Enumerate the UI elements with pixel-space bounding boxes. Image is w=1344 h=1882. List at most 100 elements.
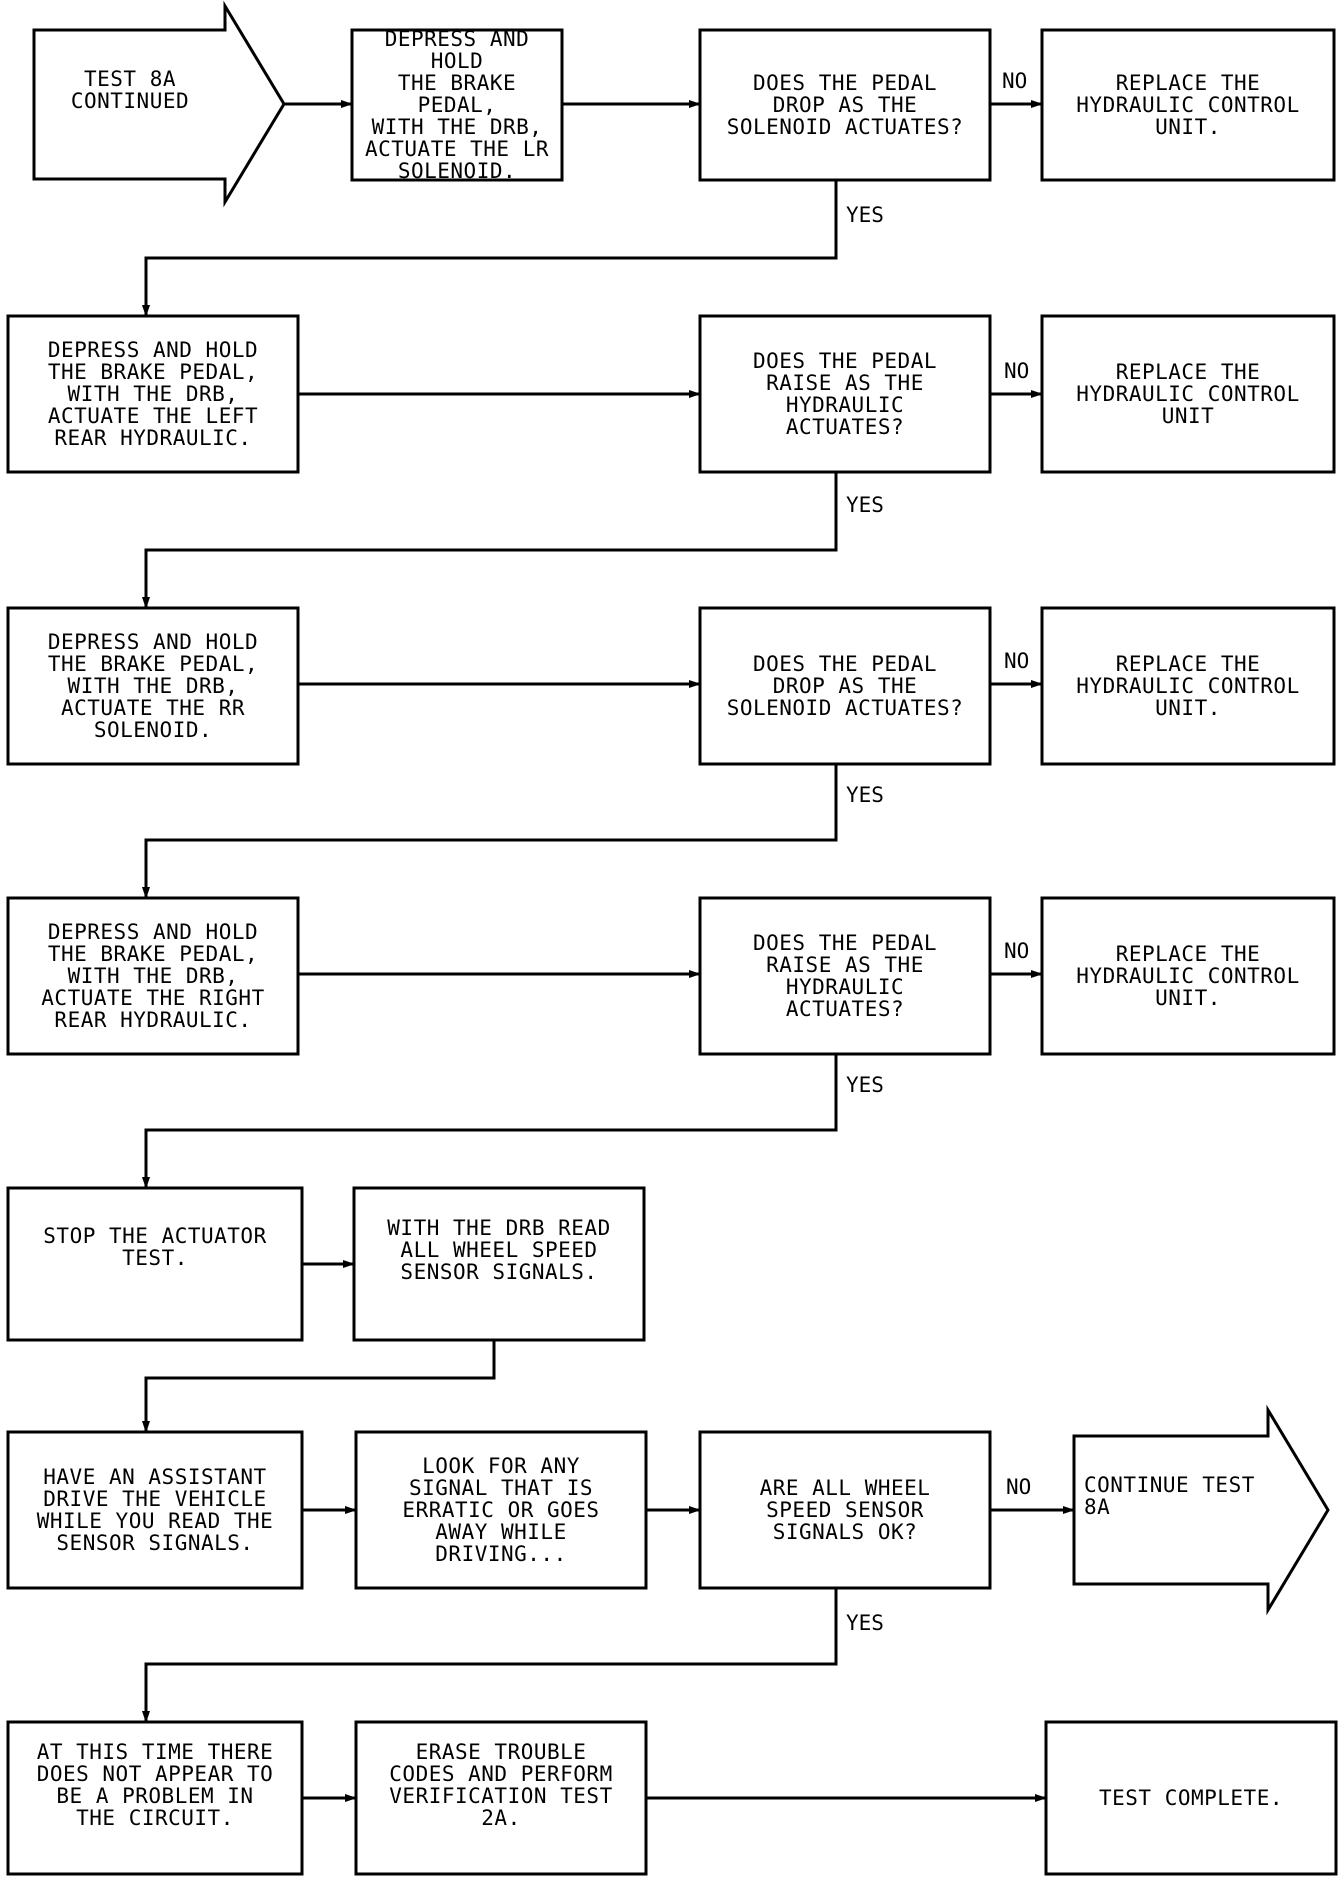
node-text-line: REAR HYDRAULIC.: [54, 1008, 252, 1032]
label-no-r1: NO: [1002, 69, 1027, 93]
node-text-line: UNIT.: [1155, 986, 1221, 1010]
node-text-line: THE BRAKE PEDAL,: [47, 360, 259, 384]
node-text-line: AWAY WHILE: [435, 1520, 567, 1544]
edge-r5read-to-r6drive: [142, 1340, 496, 1433]
node-text-line: SOLENOID ACTUATES?: [726, 696, 964, 720]
node-text-line: ACTUATE THE LR: [364, 137, 549, 161]
node-text-line: RAISE AS THE: [766, 371, 924, 395]
node-text-line: DROP AS THE: [772, 93, 918, 117]
node-text-line: CODES AND PERFORM: [389, 1762, 613, 1786]
r3-question-box: [698, 606, 992, 766]
node-text-line: ACTUATE THE LEFT: [47, 404, 259, 428]
r4-question-box: [698, 896, 992, 1056]
node-text-line: WITH THE DRB,: [67, 674, 239, 698]
node-text-line: REPLACE THE: [1115, 360, 1261, 384]
node-text-line: DOES THE PEDAL: [752, 71, 937, 95]
edge-r4q-yes: [142, 1054, 838, 1189]
node-text-line: DEPRESS AND HOLD: [384, 30, 530, 73]
node-text-line: ERASE TROUBLE: [415, 1740, 587, 1764]
node-text-line: STOP THE ACTUATOR: [43, 1224, 267, 1248]
node-text-line: REPLACE THE: [1115, 71, 1261, 95]
node-text-line: UNIT.: [1155, 115, 1221, 139]
node-text-line: CONTINUED: [70, 89, 190, 113]
node-text-line: LOOK FOR ANY: [422, 1454, 580, 1478]
node-text-line: DEPRESS AND HOLD: [47, 920, 259, 944]
node-text-line: HYDRAULIC: [785, 975, 905, 999]
r4-step-box: [6, 896, 300, 1056]
node-text-line: DOES THE PEDAL: [752, 931, 937, 955]
r1-fix-box: [1040, 28, 1336, 182]
node-text-line: DOES THE PEDAL: [752, 349, 937, 373]
node-text-line: REAR HYDRAULIC.: [54, 426, 252, 450]
node-text-line: ACTUATES?: [785, 415, 905, 439]
r1-step-box: [350, 28, 564, 182]
r7-done-box: [1044, 1720, 1338, 1876]
node-text-line: WITH THE DRB,: [67, 382, 239, 406]
r5-read-box: [352, 1186, 646, 1342]
label-no-r2: NO: [1004, 359, 1029, 383]
node-text-line: SOLENOID ACTUATES?: [726, 115, 964, 139]
node-text-line: UNIT.: [1155, 696, 1221, 720]
node-text-line: SIGNALS OK?: [772, 1520, 918, 1544]
node-text-line: DRIVE THE VEHICLE: [43, 1487, 267, 1511]
node-text-line: HYDRAULIC CONTROL: [1076, 964, 1300, 988]
node-text-line: HYDRAULIC CONTROL: [1076, 382, 1300, 406]
node-text-line: SENSOR SIGNALS.: [400, 1260, 598, 1284]
node-text-line: THE BRAKE PEDAL,: [397, 71, 517, 117]
label-no-r3: NO: [1004, 649, 1029, 673]
node-text-line: SOLENOID.: [397, 159, 517, 180]
node-text-line: ACTUATE THE RIGHT: [41, 986, 265, 1010]
start-arrow-shape: [32, 0, 286, 208]
node-text-line: DOES THE PEDAL: [752, 652, 937, 676]
label-yes-r3: YES: [846, 783, 884, 807]
node-text-line: DOES NOT APPEAR TO: [36, 1762, 274, 1786]
node-text-line: 8A: [1084, 1495, 1111, 1519]
node-text-line: ARE ALL WHEEL: [759, 1476, 931, 1500]
node-text-line: CONTINUE TEST: [1084, 1473, 1255, 1497]
label-yes-r4: YES: [846, 1073, 884, 1097]
node-text-line: ALL WHEEL SPEED: [400, 1238, 598, 1262]
node-text-line: 2A.: [481, 1806, 521, 1830]
r4-fix-box: [1040, 896, 1336, 1056]
r6-continue-arrow-shape: [1072, 1404, 1330, 1616]
label-no-r6: NO: [1006, 1475, 1031, 1499]
node-text-line: ERRATIC OR GOES: [402, 1498, 600, 1522]
node-text-line: WITH THE DRB,: [371, 115, 543, 139]
node-text-line: REPLACE THE: [1115, 652, 1261, 676]
node-text-line: HYDRAULIC: [785, 393, 905, 417]
node-text-line: DEPRESS AND HOLD: [47, 338, 259, 362]
node-text-line: WITH THE DRB,: [67, 964, 239, 988]
node-text-line: BE A PROBLEM IN: [56, 1784, 254, 1808]
r3-fix-box: [1040, 606, 1336, 766]
r3-step-box: [6, 606, 300, 766]
r7-noproblem-box: [6, 1720, 304, 1876]
r5-stop-box: [6, 1186, 304, 1342]
node-text-line: ACTUATE THE RR: [60, 696, 245, 720]
edge-r3q-yes: [142, 764, 838, 899]
node-text-line: DROP AS THE: [772, 674, 918, 698]
r7-erase-box: [354, 1720, 648, 1876]
node-text-line: SPEED SENSOR: [766, 1498, 924, 1522]
node-text-line: HAVE AN ASSISTANT: [43, 1465, 267, 1489]
r2-step-box: [6, 314, 300, 474]
node-text-line: THE BRAKE PEDAL,: [47, 942, 259, 966]
node-text-line: UNIT: [1161, 404, 1215, 428]
node-text-line: AT THIS TIME THERE: [36, 1740, 274, 1764]
node-text-line: THE BRAKE PEDAL,: [47, 652, 259, 676]
node-text-line: HYDRAULIC CONTROL: [1076, 674, 1300, 698]
